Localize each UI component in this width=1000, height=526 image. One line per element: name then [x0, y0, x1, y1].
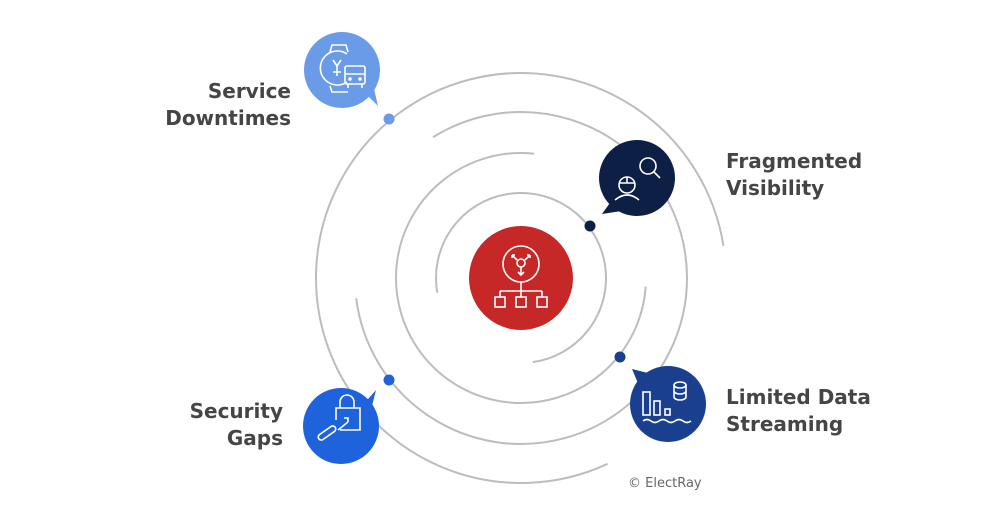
service-downtimes-bubble — [304, 32, 380, 108]
orbit-arc-outer — [315, 72, 725, 484]
service-downtimes-label: Service Downtimes — [165, 78, 291, 132]
fragmented-visibility-label: Fragmented Visibility — [726, 148, 862, 202]
unlocked-padlock-icon — [317, 394, 361, 441]
orbit-arc-2 — [395, 152, 647, 404]
orbit-arc-inner — [435, 192, 607, 364]
center-node — [469, 226, 573, 330]
label-line: Service — [207, 79, 291, 103]
label-line: Limited Data — [726, 385, 871, 409]
security-gaps-dot — [383, 374, 395, 386]
limited-data-bubble — [630, 366, 706, 442]
label-line: Downtimes — [165, 106, 291, 130]
label-line: Gaps — [226, 426, 283, 450]
fragmented-visibility-bubble — [599, 140, 675, 216]
label-line: Security — [189, 399, 283, 423]
limited-data-label: Limited Data Streaming — [726, 384, 871, 438]
copyright: © ElectRay — [628, 476, 702, 491]
network-hierarchy-icon — [494, 245, 548, 308]
security-gaps-bubble — [303, 388, 379, 464]
security-gaps-label: Security Gaps — [190, 398, 283, 452]
data-stream-icon — [642, 381, 692, 424]
label-line: Streaming — [726, 412, 844, 436]
fragmented-visibility-dot — [584, 220, 596, 232]
worker-search-icon — [614, 157, 661, 201]
label-line: Fragmented — [726, 149, 863, 173]
label-line: Visibility — [726, 176, 825, 200]
limited-data-dot — [614, 351, 626, 363]
orbit-arc-3 — [355, 111, 688, 445]
watch-bus-icon — [319, 44, 366, 93]
service-downtimes-dot — [383, 113, 395, 125]
orbit-arcs — [315, 72, 725, 484]
